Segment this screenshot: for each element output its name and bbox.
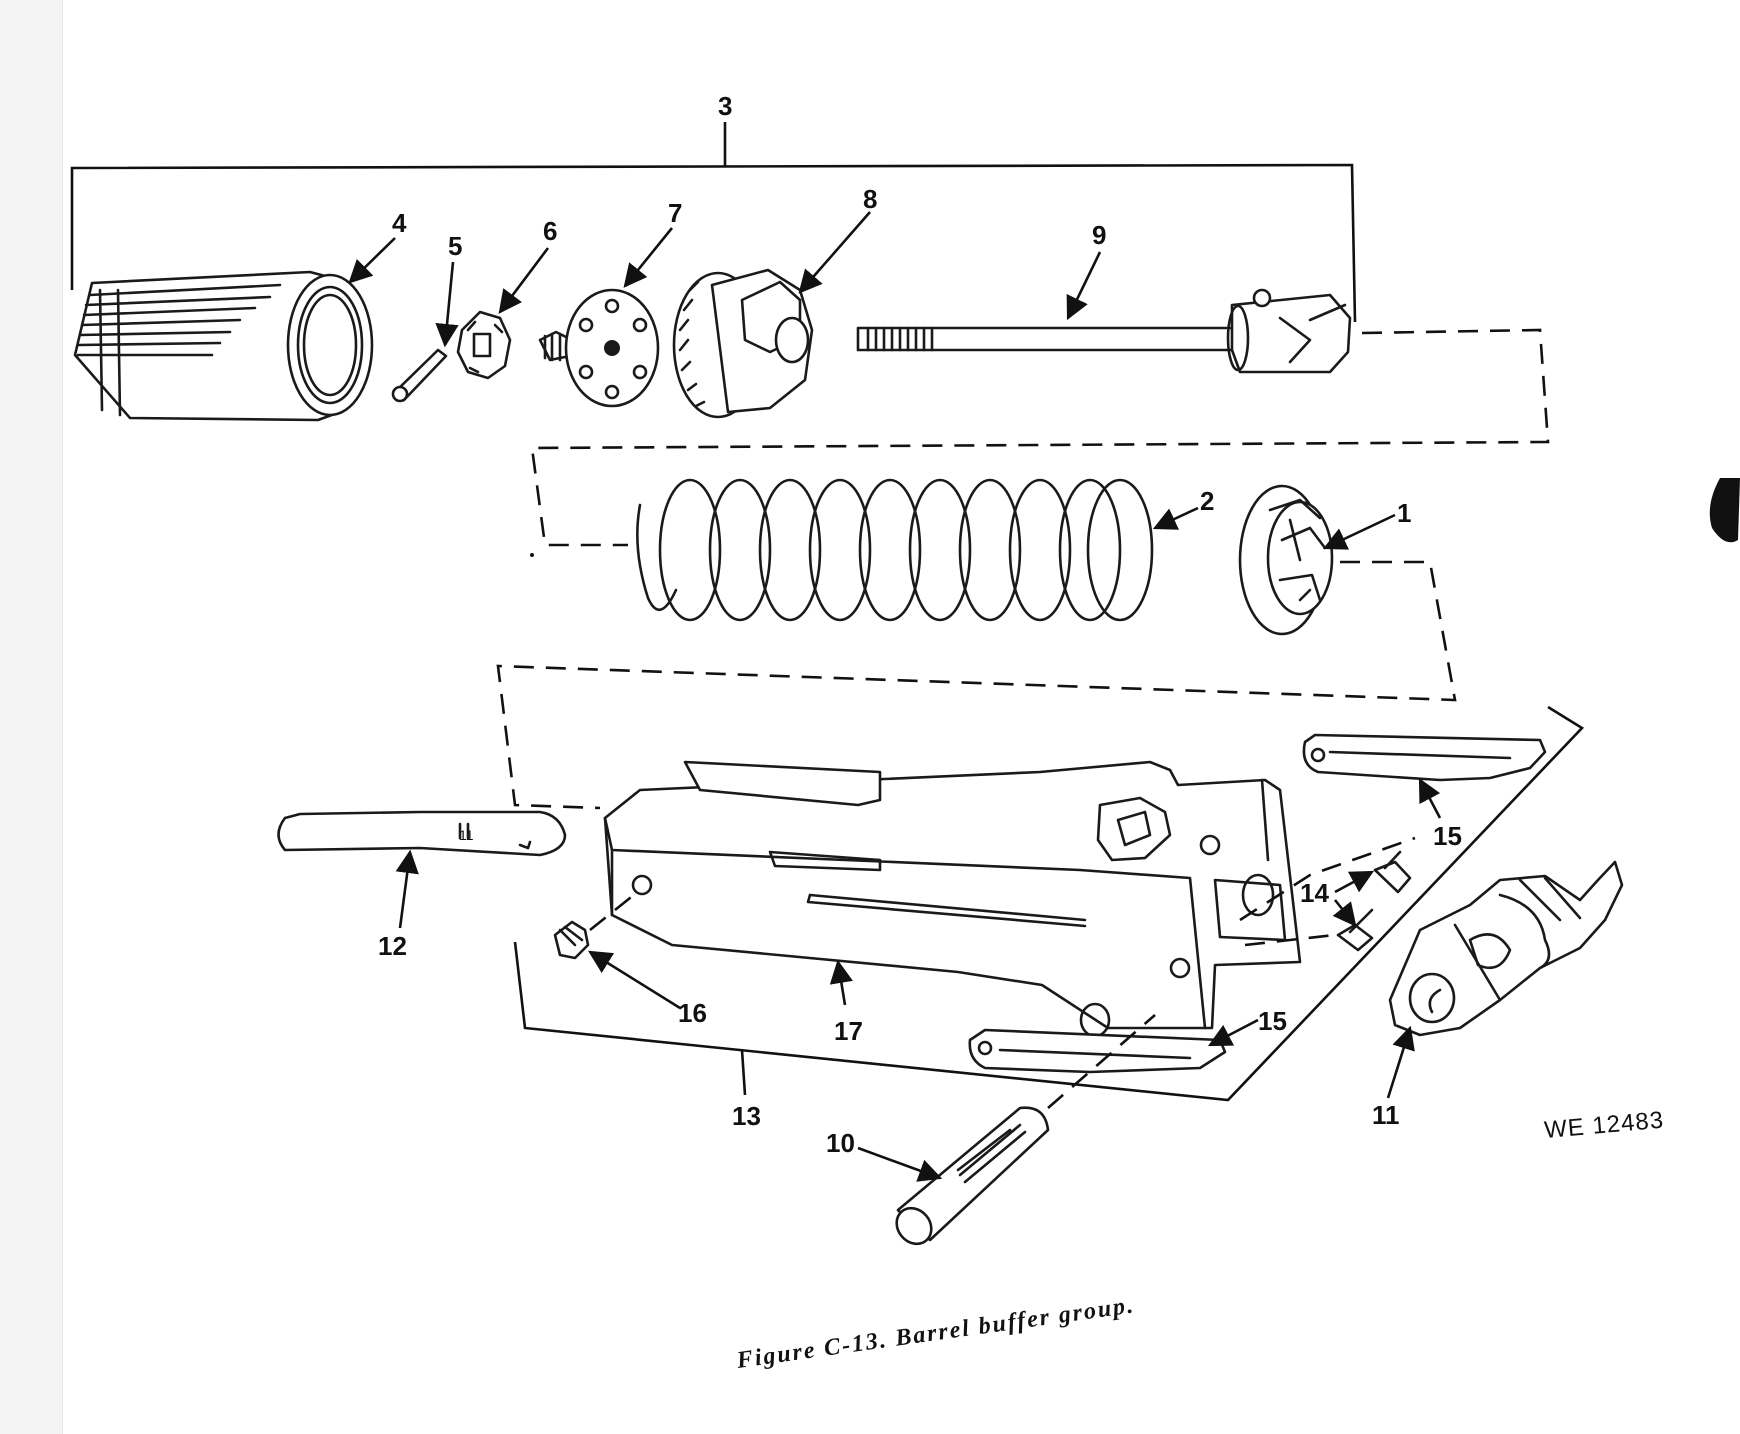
callout-4: 4 bbox=[392, 208, 407, 238]
callout-5: 5 bbox=[448, 231, 462, 261]
assembly-path-lower bbox=[496, 560, 1457, 810]
figure-caption: Figure C-13. Barrel buffer group. bbox=[734, 1292, 1136, 1374]
callout-14: 14 bbox=[1300, 878, 1329, 908]
assembly-path-pin bbox=[1047, 1014, 1156, 1109]
callout-3: 3 bbox=[718, 91, 732, 121]
part-6-castle-nut bbox=[456, 310, 512, 380]
part-8-adjusting-plug bbox=[672, 268, 814, 419]
part-12-buffer-latch bbox=[277, 810, 567, 857]
callout-8: 8 bbox=[863, 184, 877, 214]
bracket-assembly-13 bbox=[513, 705, 1585, 1102]
key-mark-stamp: 11 bbox=[459, 827, 474, 843]
part-15-upper-spring bbox=[1302, 733, 1547, 782]
scan-smudge bbox=[1709, 478, 1740, 543]
callout-15a: 15 bbox=[1433, 821, 1462, 851]
part-5-cotter-pin bbox=[391, 348, 448, 403]
callout-16: 16 bbox=[678, 998, 707, 1028]
bracket-assembly-3 bbox=[70, 122, 1357, 323]
page-gutter bbox=[0, 0, 63, 1434]
callout-7: 7 bbox=[668, 198, 682, 228]
callout-9: 9 bbox=[1092, 220, 1106, 250]
scan-speck bbox=[530, 553, 534, 557]
callout-13: 13 bbox=[732, 1101, 761, 1131]
part-15-lower-spring bbox=[968, 1028, 1227, 1074]
part-17-buffer-body bbox=[603, 760, 1302, 1038]
callout-12: 12 bbox=[378, 931, 407, 961]
part-7-buffer-plate bbox=[538, 288, 660, 408]
part-2-buffer-spring bbox=[636, 478, 1154, 622]
callout-2: 2 bbox=[1200, 486, 1214, 516]
callout-17: 17 bbox=[834, 1016, 863, 1046]
drawing-number: WE 12483 bbox=[1543, 1107, 1665, 1144]
assembly-path-upper bbox=[530, 328, 1550, 547]
part-9-buffer-rod bbox=[856, 288, 1352, 374]
callout-6: 6 bbox=[543, 216, 557, 246]
callout-15b: 15 bbox=[1258, 1006, 1287, 1036]
assembly-path-pins bbox=[1239, 836, 1416, 947]
part-10-pin bbox=[895, 1106, 1050, 1246]
callout-1: 1 bbox=[1397, 498, 1411, 528]
callout-11: 11 bbox=[1372, 1100, 1400, 1130]
callout-10: 10 bbox=[826, 1128, 855, 1158]
part-11-cam bbox=[1388, 860, 1624, 1037]
part-1-spring-lock bbox=[1238, 484, 1334, 636]
part-4-buffer-tube bbox=[73, 270, 374, 422]
part-14-pins bbox=[1336, 850, 1412, 952]
assembly-path-screw bbox=[589, 888, 641, 932]
part-16-set-screw bbox=[553, 920, 590, 960]
